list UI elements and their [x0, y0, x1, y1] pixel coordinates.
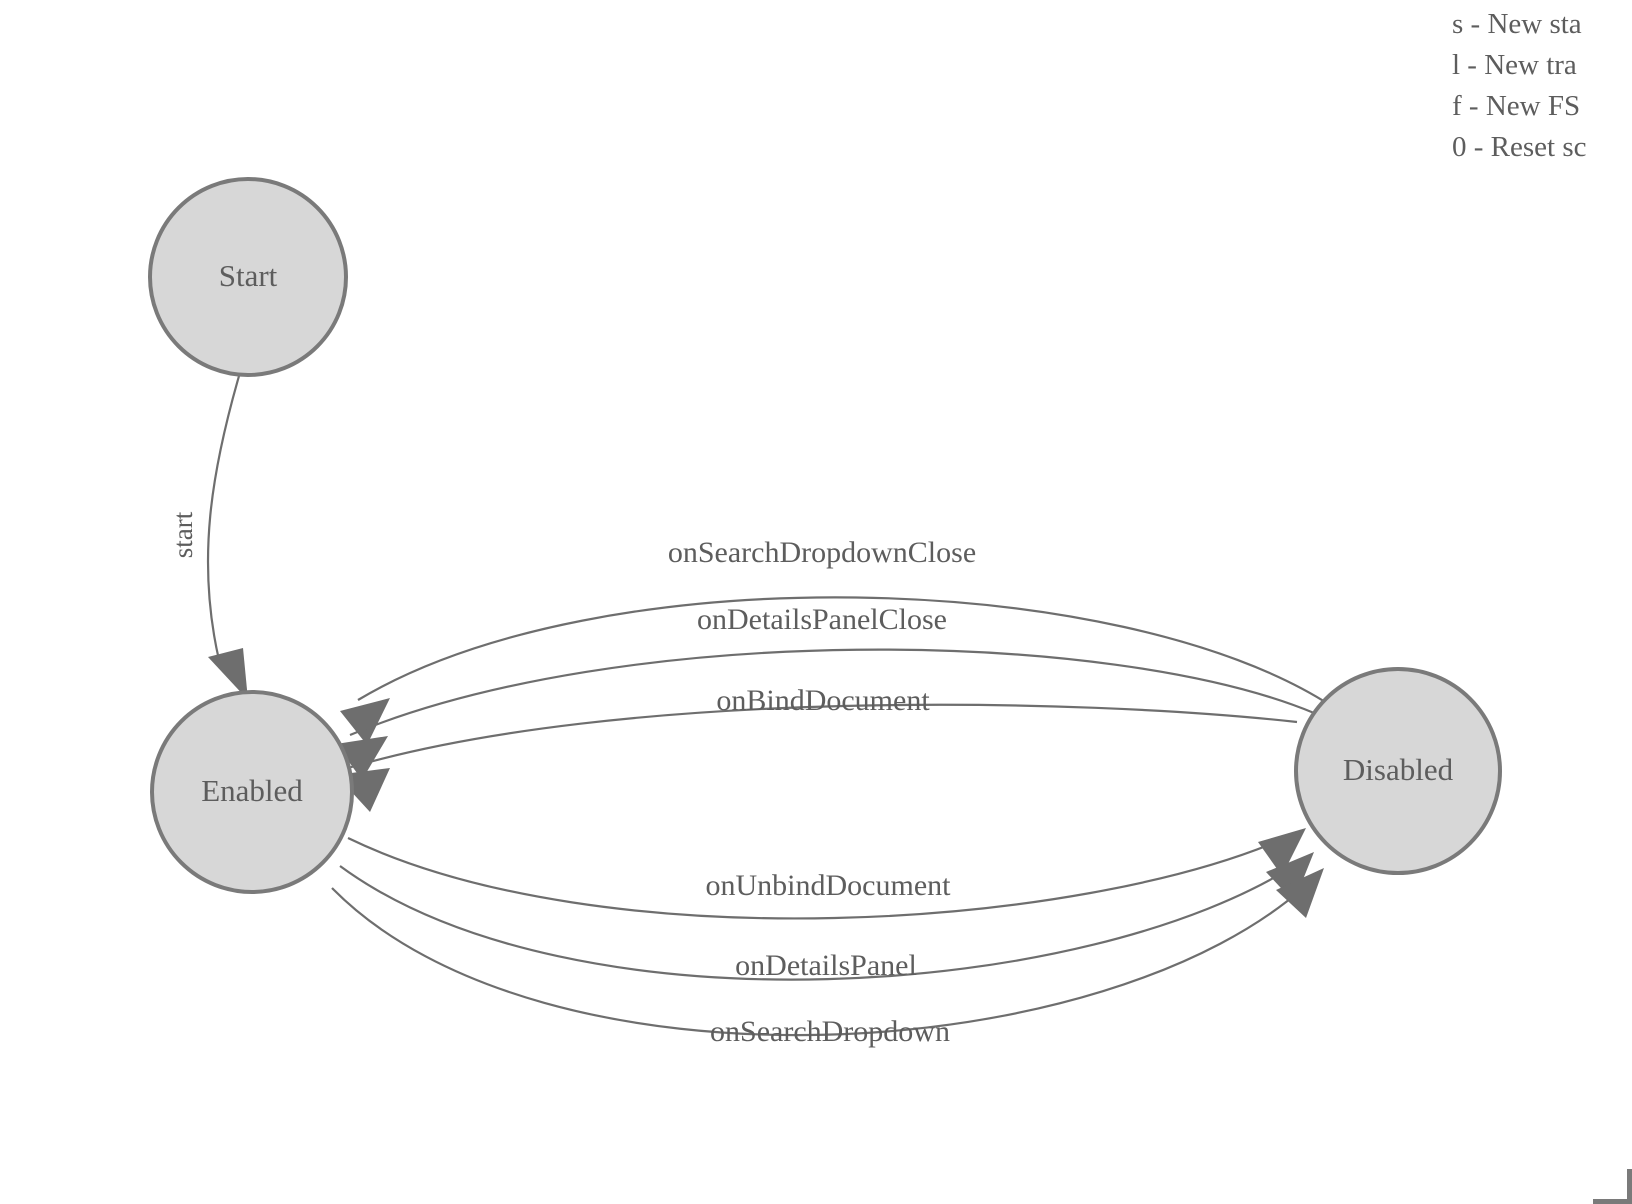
- edge-disabled-to-enabled-3[interactable]: [347, 703, 1298, 770]
- state-node-start[interactable]: [148, 177, 348, 377]
- edge-label-group: start onSearchDropdownClose onDetailsPan…: [168, 511, 976, 1048]
- arrowhead-disabled-to-enabled-2: [336, 736, 388, 780]
- keyboard-help-overlay: s - New sta l - New tra f - New FS 0 - R…: [1422, 0, 1632, 168]
- edge-start-to-enabled[interactable]: [206, 375, 241, 661]
- arrowhead-enabled-to-disabled-1: [1258, 828, 1306, 876]
- help-line-new-state: s - New sta: [1452, 8, 1582, 40]
- state-node-start-label: Start: [219, 258, 278, 293]
- edge-disabled-to-enabled-1[interactable]: [357, 596, 1331, 706]
- resize-handle-corner[interactable]: [1593, 1169, 1632, 1204]
- help-line-new-transition: l - New tra: [1452, 49, 1577, 81]
- edge-group: [206, 375, 1331, 1037]
- edge-label-on-search-dropdown-close: onSearchDropdownClose: [668, 536, 976, 569]
- edge-disabled-to-enabled-2[interactable]: [349, 648, 1315, 737]
- state-node-enabled[interactable]: [150, 690, 354, 894]
- arrowhead-enabled-to-disabled-3: [1276, 868, 1324, 918]
- edge-label-on-details-panel: onDetailsPanel: [735, 949, 917, 982]
- help-line-reset: 0 - Reset sc: [1452, 131, 1587, 163]
- arrowhead-enabled-to-disabled-2: [1266, 852, 1314, 902]
- arrowhead-start-to-enabled: [208, 648, 248, 700]
- state-node-enabled-label: Enabled: [201, 773, 303, 808]
- node-group: Start Enabled Disabled: [148, 177, 1502, 894]
- edge-label-start: start: [168, 511, 198, 558]
- edge-label-on-unbind-document: onUnbindDocument: [706, 869, 952, 902]
- state-node-disabled-label: Disabled: [1343, 752, 1454, 787]
- help-line-new-fsm: f - New FS: [1452, 90, 1581, 122]
- edge-enabled-to-disabled-3[interactable]: [331, 879, 1313, 1037]
- edge-enabled-to-disabled-2[interactable]: [339, 861, 1301, 981]
- edge-label-on-details-panel-close: onDetailsPanelClose: [697, 603, 947, 636]
- state-node-disabled[interactable]: [1294, 667, 1502, 875]
- edge-label-on-bind-document: onBindDocument: [716, 684, 930, 717]
- edge-enabled-to-disabled-1[interactable]: [347, 834, 1291, 920]
- arrowhead-disabled-to-enabled-1: [340, 698, 390, 745]
- edge-label-on-search-dropdown: onSearchDropdown: [710, 1015, 950, 1048]
